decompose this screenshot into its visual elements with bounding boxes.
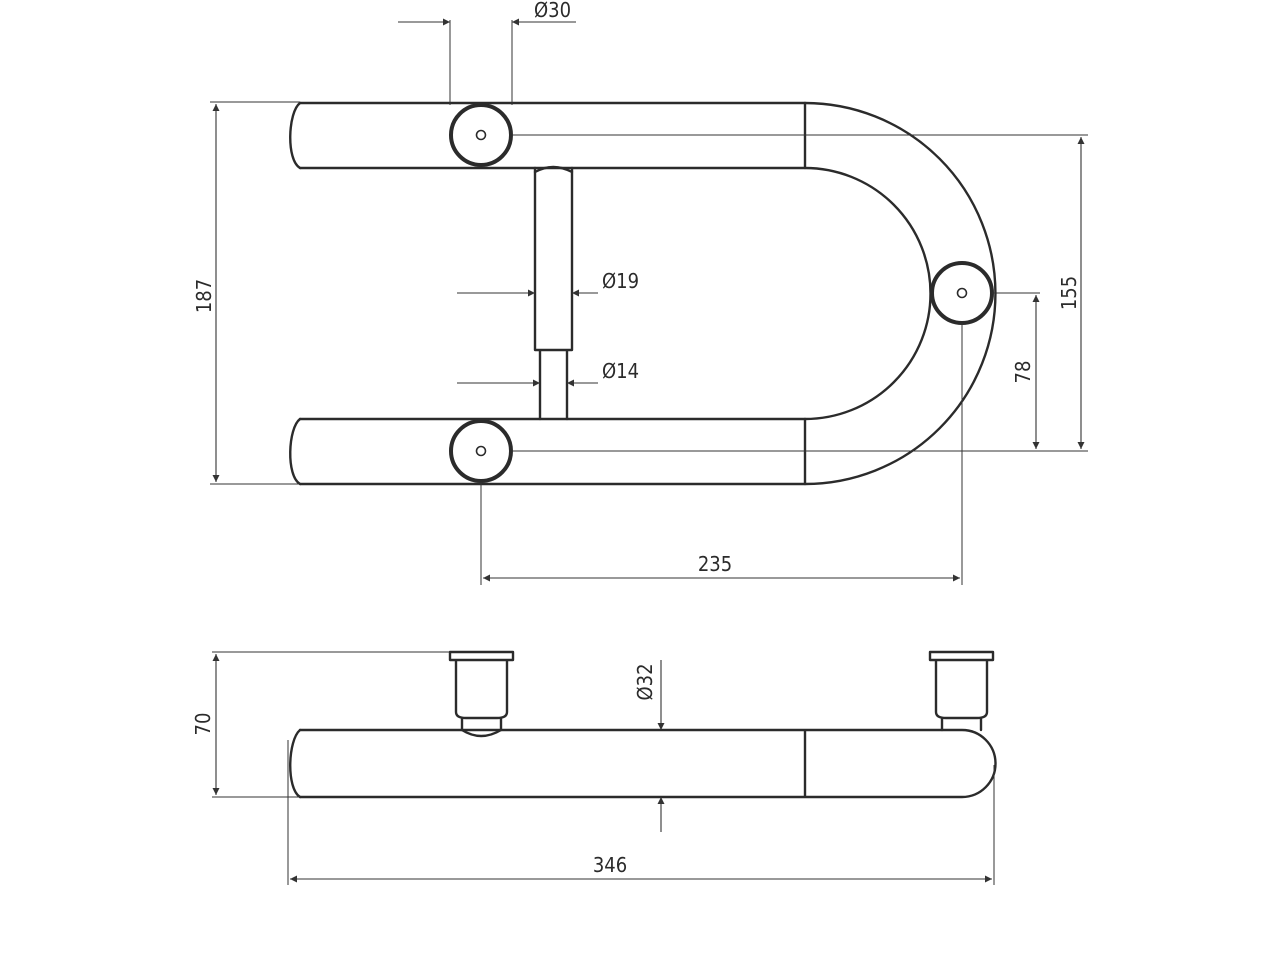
label-tube-diameter-side: Ø32 <box>633 663 657 700</box>
lower-bar-end-cap <box>289 417 302 486</box>
side-view: Ø32 70 346 <box>191 650 997 885</box>
label-tube-diameter-top: Ø30 <box>534 0 571 22</box>
extension-lines-top <box>210 20 1088 585</box>
label-mount-spacing: 235 <box>698 552 732 576</box>
extension-lines-side <box>212 651 995 885</box>
label-side-height: 70 <box>191 713 215 736</box>
label-upright-diameter: Ø19 <box>602 269 639 293</box>
top-view: Ø30 187 Ø19 Ø14 155 78 235 <box>192 0 1088 585</box>
upright-post <box>533 166 574 421</box>
label-center-offset: 78 <box>1011 361 1035 384</box>
mount-circle-lower <box>449 419 513 483</box>
u-bend-inner <box>803 166 932 421</box>
side-mount-right <box>928 650 995 732</box>
label-total-height: 187 <box>192 279 216 313</box>
upright-cap <box>533 165 574 174</box>
mount-circle-upper <box>449 103 513 167</box>
mount-center-upper <box>475 129 487 141</box>
side-tube <box>298 728 997 799</box>
mount-center-lower <box>475 445 487 457</box>
upper-bar-end-cap <box>289 101 302 170</box>
label-pin-diameter: Ø14 <box>602 359 639 383</box>
label-mount-height: 155 <box>1057 276 1081 310</box>
side-mount-left <box>448 650 515 738</box>
label-total-length: 346 <box>593 853 627 877</box>
side-tube-end-cap <box>289 728 302 799</box>
mount-center-bend <box>956 287 968 299</box>
